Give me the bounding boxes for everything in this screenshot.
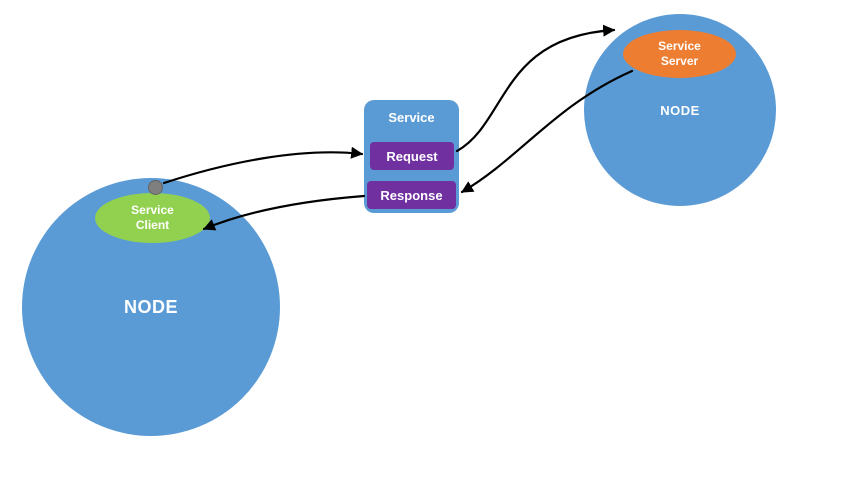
request-box: Request: [370, 142, 454, 170]
response-box: Response: [367, 181, 456, 209]
client-to-request-arrow: [162, 146, 364, 185]
service-server-label: Service Server: [658, 39, 701, 68]
right-node-label: NODE: [660, 102, 700, 118]
response-label: Response: [380, 187, 443, 203]
request-label: Request: [386, 148, 438, 164]
service-client-label: Service Client: [131, 203, 174, 232]
left-node-label: NODE: [123, 296, 178, 317]
service-box-title: Service: [388, 110, 435, 125]
service-client-ellipse: Service Client: [95, 193, 210, 243]
service-server-ellipse: Service Server: [623, 30, 736, 78]
connection-dot: [148, 180, 163, 195]
